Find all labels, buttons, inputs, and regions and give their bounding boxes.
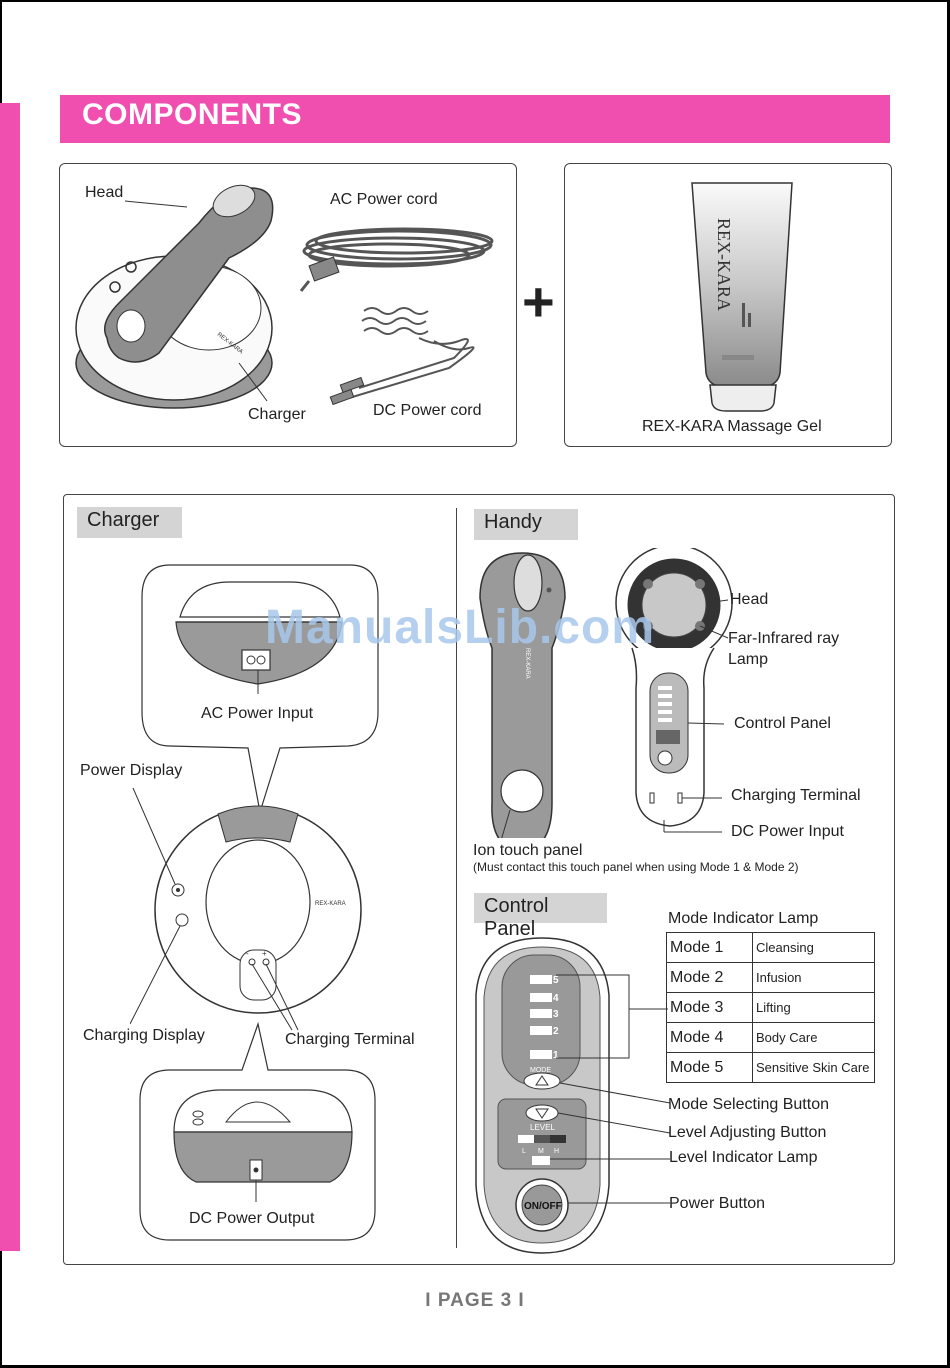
control-panel-callout-label: Control Panel [734, 715, 831, 733]
page-border-top [0, 0, 950, 2]
dc-power-input-label: DC Power Input [731, 823, 844, 841]
massage-gel-tube-illustration: REX-KARA [564, 163, 892, 447]
charger-section-tag: Charger [77, 507, 182, 538]
handy-head-label: Head [730, 591, 768, 609]
svg-text:LEVEL: LEVEL [530, 1123, 555, 1132]
level-indicator-lamp-label: Level Indicator Lamp [669, 1149, 818, 1167]
svg-text:L: L [522, 1148, 526, 1155]
page-title: COMPONENTS [82, 98, 302, 132]
ac-power-cord-label: AC Power cord [330, 191, 438, 209]
svg-text:3: 3 [553, 1009, 559, 1020]
massage-gel-label: REX-KARA Massage Gel [642, 418, 822, 436]
svg-text:H: H [554, 1148, 559, 1155]
svg-text:4: 4 [553, 993, 559, 1004]
charging-terminal-label: Charging Terminal [285, 1031, 415, 1049]
svg-text:5: 5 [553, 975, 559, 986]
svg-text:2: 2 [553, 1026, 559, 1037]
watermark: ManualsLib.com [265, 600, 655, 655]
power-display-label: Power Display [80, 762, 182, 780]
svg-text:REX-KARA: REX-KARA [315, 901, 346, 907]
svg-text:-: - [246, 949, 249, 958]
far-infrared-label-line1: Far-Infrared ray [728, 630, 839, 648]
plus-symbol: + [522, 274, 555, 330]
far-infrared-label-line2: Lamp [728, 651, 768, 669]
charger-diagram: - + REX-KARA [130, 562, 450, 1242]
dc-power-output-label: DC Power Output [189, 1210, 314, 1228]
ion-touch-panel-label: Ion touch panel [473, 842, 582, 860]
side-accent-stripe [0, 103, 20, 1251]
mode-description: Cleansing [753, 933, 875, 963]
handy-section-tag: Handy [474, 509, 578, 540]
mode-description: Body Care [753, 1023, 875, 1053]
power-button-label: Power Button [669, 1195, 765, 1213]
charging-terminal-callout-label: Charging Terminal [731, 787, 861, 805]
charging-display-label: Charging Display [83, 1027, 205, 1045]
svg-text:REX-KARA: REX-KARA [714, 218, 734, 311]
mode-description: Lifting [753, 993, 875, 1023]
mode-name: Mode 5 [667, 1053, 753, 1083]
ion-touch-panel-note: (Must contact this touch panel when usin… [473, 860, 799, 874]
head-label: Head [85, 184, 123, 202]
mode-indicator-lamp-label: Mode Indicator Lamp [668, 910, 818, 928]
mode-name: Mode 1 [667, 933, 753, 963]
control-panel-section-tag: Control Panel [474, 893, 607, 923]
mode-name: Mode 3 [667, 993, 753, 1023]
ac-power-input-label: AC Power Input [201, 705, 313, 723]
svg-text:+: + [262, 949, 267, 958]
svg-text:ON/OFF: ON/OFF [524, 1201, 562, 1212]
mode-description: Sensitive Skin Care [753, 1053, 875, 1083]
control-panel-diagram: 5 4 3 2 1 MODE LEVEL L M H ON/OFF [474, 935, 674, 1257]
svg-text:M: M [538, 1148, 544, 1155]
mode-name: Mode 4 [667, 1023, 753, 1053]
dc-power-cord-label: DC Power cord [373, 402, 481, 420]
mode-selecting-button-label: Mode Selecting Button [668, 1096, 829, 1114]
page-number: I PAGE 3 I [0, 1290, 950, 1312]
mode-name: Mode 2 [667, 963, 753, 993]
svg-text:1: 1 [553, 1050, 559, 1061]
mode-description: Infusion [753, 963, 875, 993]
charger-label: Charger [248, 406, 306, 424]
level-adjusting-button-label: Level Adjusting Button [668, 1124, 826, 1142]
